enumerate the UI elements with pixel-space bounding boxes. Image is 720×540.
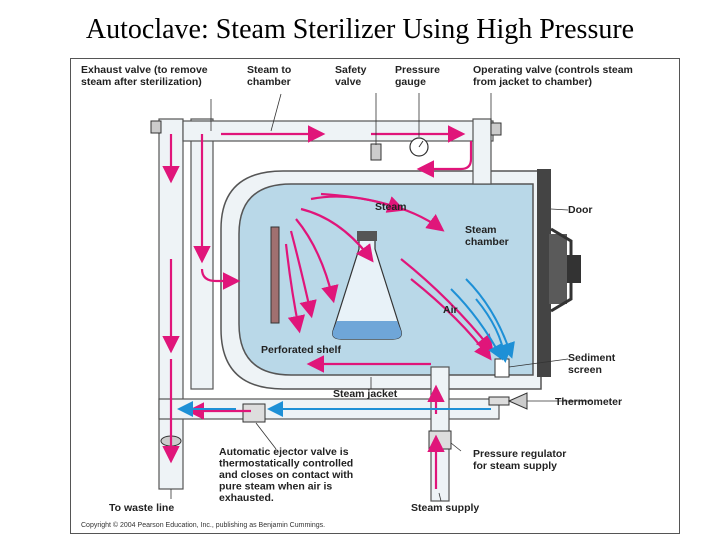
flask-liquid (332, 321, 402, 339)
thermometer-bulb (488, 396, 510, 406)
thermometer (507, 392, 528, 410)
label-ejector-valve: Automatic ejector valve is thermostatica… (219, 446, 356, 504)
pressure-regulator (428, 430, 452, 450)
exhaust-valve (150, 120, 162, 134)
safety-valve (370, 143, 382, 161)
door (537, 169, 551, 377)
steam-chamber (238, 183, 534, 376)
label-steam: Steam (375, 201, 407, 213)
steam-arrows (162, 125, 494, 489)
sediment-screen (494, 358, 510, 378)
label-steam-jacket: Steam jacket (333, 388, 398, 400)
label-steam-chamber: Steam chamber (465, 224, 509, 248)
door-hinge (549, 234, 567, 304)
flask-cap (357, 231, 377, 241)
label-sediment-screen: Sediment screen (568, 352, 618, 376)
top-pipe (182, 120, 494, 142)
label-steam-to-chamber: Steam to chamber (247, 64, 294, 88)
label-pressure-regulator: Pressure regulator for steam supply (473, 448, 569, 472)
slide-title: Autoclave: Steam Sterilizer Using High P… (85, 14, 635, 45)
label-steam-supply: Steam supply (411, 502, 479, 514)
label-door: Door (568, 204, 593, 216)
operating-pipe (472, 118, 492, 185)
label-to-waste-line: To waste line (109, 502, 174, 514)
leader-lines (170, 93, 591, 502)
door-handle (567, 255, 581, 283)
label-safety-valve: Safety valve (335, 64, 369, 88)
air-arrows (177, 278, 515, 417)
autoclave-diagram: Exhaust valve (to remove steam after ste… (70, 58, 680, 534)
label-exhaust-valve: Exhaust valve (to remove steam after ste… (81, 64, 211, 88)
copyright-text: Copyright © 2004 Pearson Education, Inc.… (81, 521, 325, 529)
label-pressure-gauge: Pressure gauge (395, 64, 443, 88)
perforated-shelf (270, 226, 280, 324)
label-air: Air (443, 304, 458, 316)
label-operating-valve: Operating valve (controls steam from jac… (473, 64, 636, 88)
operating-valve (490, 122, 502, 136)
label-thermometer: Thermometer (555, 396, 622, 408)
ejector-valve (242, 403, 266, 423)
autoclave-svg: Exhaust valve (to remove steam after ste… (81, 64, 636, 529)
label-perforated-shelf: Perforated shelf (261, 344, 341, 356)
